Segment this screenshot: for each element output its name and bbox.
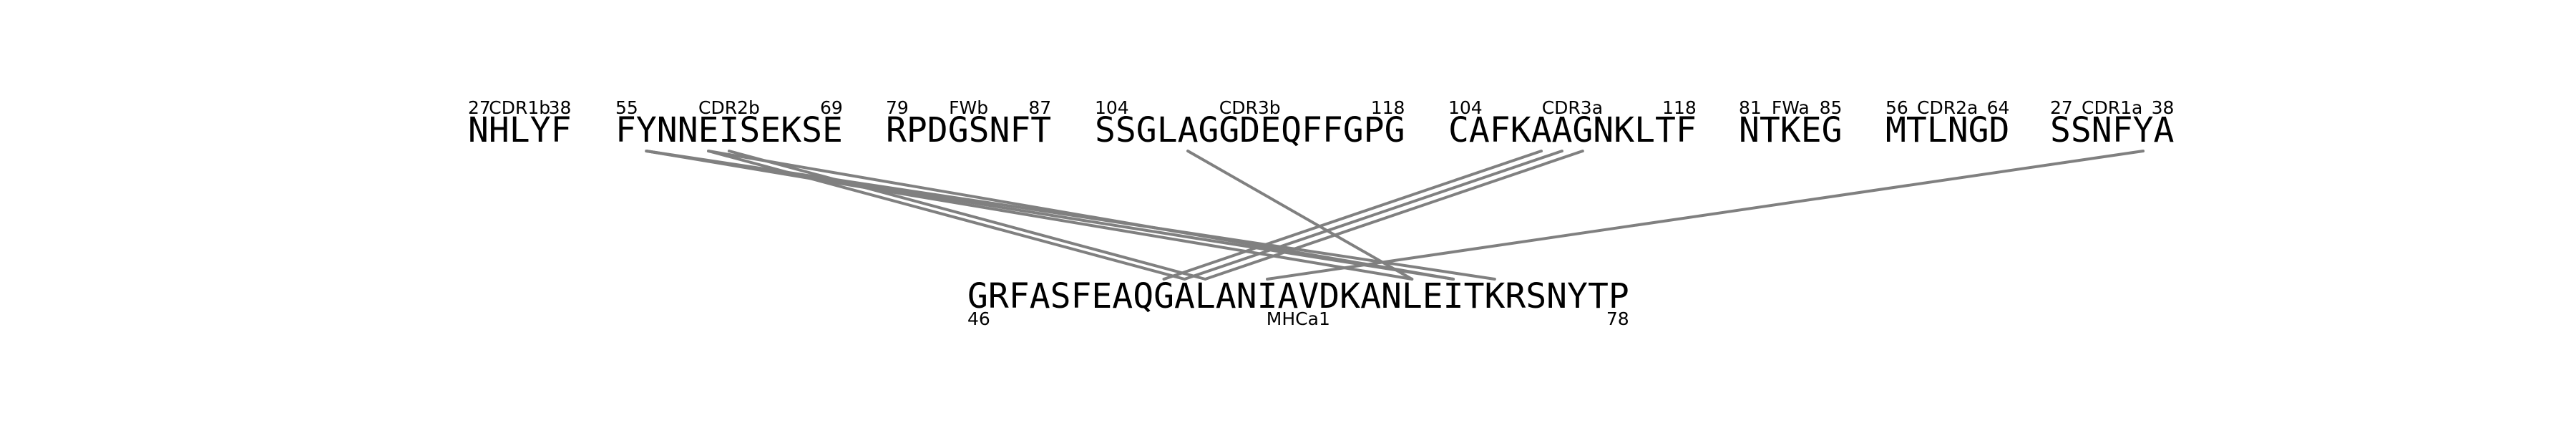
contact-line <box>727 150 1207 281</box>
contact-line <box>1265 150 2145 281</box>
sequence-fwb: RPDGSNFT <box>886 110 1051 150</box>
start-index-fwb: 79 <box>886 97 909 118</box>
end-index-fwb: 87 <box>1028 97 1051 118</box>
region-label-cdr3a: CDR3a <box>1542 97 1603 118</box>
region-label-fwa: FWa <box>1772 97 1810 118</box>
sequence-cdr3b: SSGLAGGDEQFFGPG <box>1095 110 1405 150</box>
sequence-mhca1: GRFASFEAQGALANIAVDKANLEITKRSNYTP <box>967 276 1629 316</box>
start-index-cdr1b: 27 <box>468 97 491 118</box>
start-index-cdr2b: 55 <box>615 97 638 118</box>
start-index-cdr3a: 104 <box>1448 97 1483 118</box>
start-index-mhca1: 46 <box>967 308 990 329</box>
start-index-fwa: 81 <box>1739 97 1762 118</box>
region-label-mhca1: MHCa1 <box>1267 308 1330 329</box>
contact-line <box>1183 150 1563 281</box>
region-label-cdr2b: CDR2b <box>698 97 760 118</box>
end-index-mhca1: 78 <box>1606 308 1629 329</box>
sequence-cdr3a: CAFKAAGNKLTF <box>1448 110 1697 150</box>
end-index-cdr1b: 38 <box>549 97 572 118</box>
region-label-cdr1a: CDR1a <box>2082 97 2142 118</box>
region-label-fwb: FWb <box>949 97 988 118</box>
end-index-fwa: 85 <box>1820 97 1843 118</box>
region-label-cdr3b: CDR3b <box>1219 97 1281 118</box>
sequence-cdr1b: NHLYF <box>468 110 572 150</box>
start-index-cdr2a: 56 <box>1885 97 1908 118</box>
contact-line <box>645 150 1496 281</box>
end-index-cdr1a: 38 <box>2152 97 2175 118</box>
end-index-cdr3a: 118 <box>1662 97 1697 118</box>
end-index-cdr3b: 118 <box>1371 97 1405 118</box>
region-label-cdr1b: CDR1b <box>489 97 550 118</box>
sequence-cdr1a: SSNFYA <box>2050 110 2174 150</box>
contact-line <box>707 150 1186 281</box>
sequence-cdr2b: FYNNEISEKSE <box>615 110 843 150</box>
region-label-cdr2a: CDR2a <box>1917 97 1978 118</box>
end-index-cdr2b: 69 <box>820 97 843 118</box>
sequence-cdr2a: MTLNGD <box>1885 110 2009 150</box>
contact-lines <box>645 150 2145 281</box>
contact-line <box>707 150 1455 281</box>
start-index-cdr1a: 27 <box>2050 97 2073 118</box>
contact-line <box>1186 150 1414 281</box>
start-index-cdr3b: 104 <box>1095 97 1129 118</box>
contact-line <box>1162 150 1543 281</box>
end-index-cdr2a: 64 <box>1987 97 2010 118</box>
contact-line <box>1204 150 1584 281</box>
sequence-fwa: NTKEG <box>1739 110 1843 150</box>
